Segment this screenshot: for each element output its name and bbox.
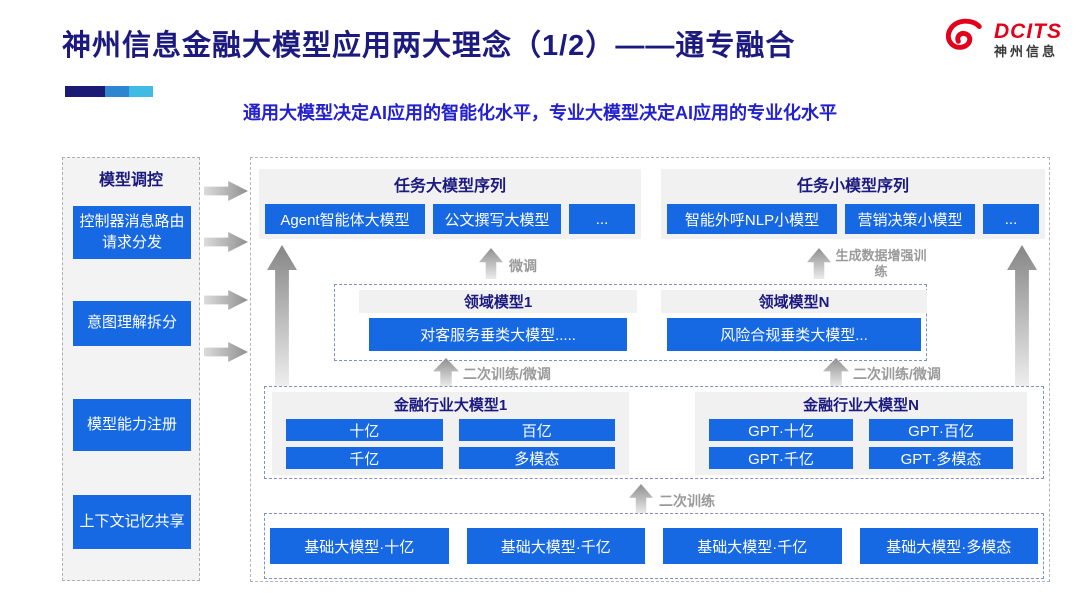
up-arrow-tall-right-icon [1007, 245, 1037, 392]
label-retrain-finetune-left: 二次训练/微调 [463, 366, 551, 382]
node-base-1000b: 基础大模型·千亿 [466, 528, 645, 564]
label-retrain-finetune-right: 二次训练/微调 [853, 366, 941, 382]
sidebar-item-router: 控制器消息路由请求分发 [73, 206, 191, 259]
task-small-title: 任务小模型序列 [796, 178, 909, 195]
node-base-multimodal: 基础大模型·多模态 [859, 528, 1038, 564]
industry-model-box: 金融行业大模型1 十亿 百亿 千亿 多模态 金融行业大模型N GPT·十亿 GP… [264, 386, 1044, 479]
industry-model-1-panel: 金融行业大模型1 十亿 百亿 千亿 多模态 [272, 392, 629, 475]
sidebar-item-intent: 意图理解拆分 [73, 301, 191, 346]
up-arrow-retrain-bottom-icon [629, 484, 653, 514]
right-arrow-icon [204, 181, 248, 201]
label-retrain: 二次训练 [659, 493, 715, 509]
node-agent-large-model: Agent智能体大模型 [265, 204, 425, 234]
logo-brand-cn: 神州信息 [994, 43, 1059, 59]
up-arrow-retrain-right-icon [823, 358, 849, 387]
up-arrow-tall-left-icon [267, 245, 297, 392]
page-title: 神州信息金融大模型应用两大理念（1/2）——通专融合 [62, 30, 796, 62]
node-more-small-models: ... [983, 204, 1039, 234]
industry-model-n-title: 金融行业大模型N [803, 397, 919, 414]
right-arrow-icon [204, 232, 248, 252]
up-arrow-finetune-icon [479, 248, 503, 279]
logo-brand-text: DCITS [994, 19, 1062, 43]
node-risk-compliance-model: 风险合规垂类大模型... [667, 318, 921, 351]
node-gpt-1000b: GPT·千亿 [709, 447, 853, 469]
node-base-10b: 基础大模型·十亿 [270, 528, 449, 564]
title-decoration-bar [65, 86, 153, 97]
domain-model-1-title: 领域模型1 [359, 290, 637, 313]
node-gpt-10b: GPT·十亿 [709, 419, 853, 441]
node-multimodal: 多模态 [458, 447, 615, 469]
node-document-large-model: 公文撰写大模型 [433, 204, 561, 234]
task-small-model-panel: 任务小模型序列 智能外呼NLP小模型 营销决策小模型 ... [661, 169, 1045, 239]
label-gen-data-training: 生成数据增强训练 [835, 248, 927, 280]
up-arrow-retrain-left-icon [433, 358, 459, 387]
industry-model-n-panel: 金融行业大模型N GPT·十亿 GPT·百亿 GPT·千亿 GPT·多模态 [695, 392, 1027, 475]
dcits-logo: DCITS 神州信息 [942, 18, 1062, 61]
up-arrow-gendata-icon [807, 248, 831, 279]
node-base-1000b-2: 基础大模型·千亿 [663, 528, 842, 564]
task-large-model-panel: 任务大模型序列 Agent智能体大模型 公文撰写大模型 ... [259, 169, 641, 239]
node-nlp-small-model: 智能外呼NLP小模型 [667, 204, 837, 234]
sidebar-item-context: 上下文记忆共享 [73, 495, 191, 549]
node-gpt-100b: GPT·百亿 [869, 419, 1013, 441]
slide-subtitle: 通用大模型决定AI应用的智能化水平，专业大模型决定AI应用的专业化水平 [243, 103, 837, 123]
sidebar-title: 模型调控 [98, 172, 163, 189]
dcits-swirl-icon [942, 18, 988, 61]
base-model-box: 基础大模型·十亿 基础大模型·千亿 基础大模型·千亿 基础大模型·多模态 [264, 513, 1044, 579]
domain-model-box: 领域模型1 领域模型N 对客服务垂类大模型..... 风险合规垂类大模型... [334, 284, 927, 361]
node-10b: 十亿 [286, 419, 443, 441]
node-gpt-multimodal: GPT·多模态 [869, 447, 1013, 469]
model-control-sidebar: 模型调控 控制器消息路由请求分发 意图理解拆分 模型能力注册 上下文记忆共享 [62, 157, 200, 581]
industry-model-1-title: 金融行业大模型1 [393, 397, 508, 414]
domain-model-n-title: 领域模型N [661, 290, 927, 313]
right-arrow-icon [204, 342, 248, 362]
model-architecture-board: 任务大模型序列 Agent智能体大模型 公文撰写大模型 ... 任务小模型序列 … [250, 157, 1050, 582]
node-marketing-small-model: 营销决策小模型 [845, 204, 975, 234]
right-arrow-icon [204, 290, 248, 310]
node-100b: 百亿 [458, 419, 615, 441]
node-1000b: 千亿 [286, 447, 443, 469]
task-large-title: 任务大模型序列 [393, 178, 506, 195]
node-customer-service-model: 对客服务垂类大模型..... [369, 318, 627, 351]
sidebar-item-registry: 模型能力注册 [73, 399, 191, 451]
node-more-large-models: ... [569, 204, 635, 234]
label-finetune: 微调 [509, 258, 537, 274]
